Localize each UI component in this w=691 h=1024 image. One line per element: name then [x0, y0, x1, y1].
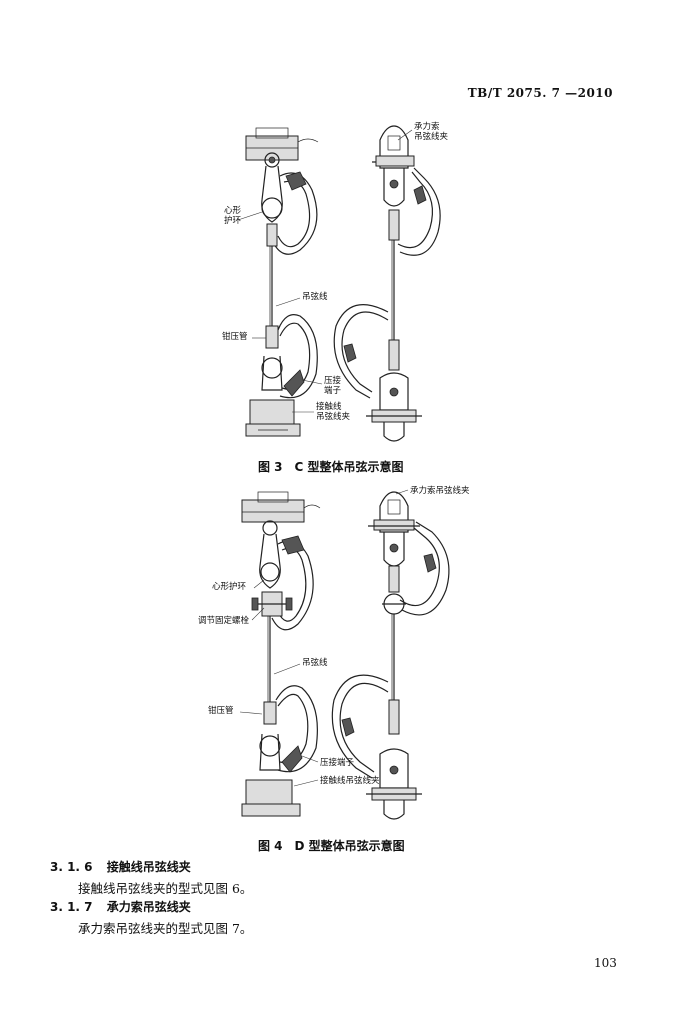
fig3-label-messenger-line2: 吊弦线夹 [414, 132, 449, 142]
fig4-label-dropper-wire: 吊弦线 [302, 658, 328, 668]
page-number: 103 [594, 956, 617, 970]
fig3-label-dropper-wire: 吊弦线 [302, 292, 328, 302]
fig3-label-crimp-sleeve: 钳压管 [222, 332, 248, 342]
fig3-label-messenger-line1: 承力索 [414, 122, 440, 132]
figure-3-caption: 图 3 C 型整体吊弦示意图 [258, 460, 404, 474]
fig4-label-crimp-terminal: 压接端子 [320, 758, 355, 768]
section-3-1-6-heading: 3. 1. 6 接触线吊弦线夹 [50, 858, 191, 875]
fig3-label-crimp-terminal-line1: 压接 [324, 376, 342, 386]
fig4-label-contact-clamp: 接触线吊弦线夹 [320, 776, 380, 786]
section-3-1-6-text: 接触线吊弦线夹的型式见图 6。 [78, 881, 253, 896]
section-title: 承力索吊弦线夹 [106, 900, 191, 914]
fig3-label-contact-clamp-line1: 接触线 [316, 402, 342, 412]
section-number: 3. 1. 7 [50, 900, 93, 914]
figure-4-caption: 图 4 D 型整体吊弦示意图 [258, 839, 405, 853]
section-3-1-7-text: 承力索吊弦线夹的型式见图 7。 [78, 921, 253, 936]
section-title: 接触线吊弦线夹 [106, 860, 191, 874]
section-3-1-7-heading: 3. 1. 7 承力索吊弦线夹 [50, 898, 191, 915]
fig3-label-heart-ring-line2: 护环 [224, 216, 242, 226]
fig3-label-contact-clamp-line2: 吊弦线夹 [316, 412, 351, 422]
fig4-label-heart-ring: 心形护环 [212, 582, 247, 592]
fig4-label-adjust-bolt: 调节固定螺栓 [198, 616, 250, 626]
standard-code-header: TB/T 2075. 7 —2010 [467, 86, 613, 100]
fig4-label-crimp-sleeve: 钳压管 [208, 706, 234, 716]
section-number: 3. 1. 6 [50, 860, 93, 874]
fig3-label-crimp-terminal-line2: 端子 [324, 386, 342, 396]
fig4-label-messenger-clamp: 承力索吊弦线夹 [410, 486, 470, 496]
fig3-label-heart-ring-line1: 心形 [224, 206, 242, 216]
